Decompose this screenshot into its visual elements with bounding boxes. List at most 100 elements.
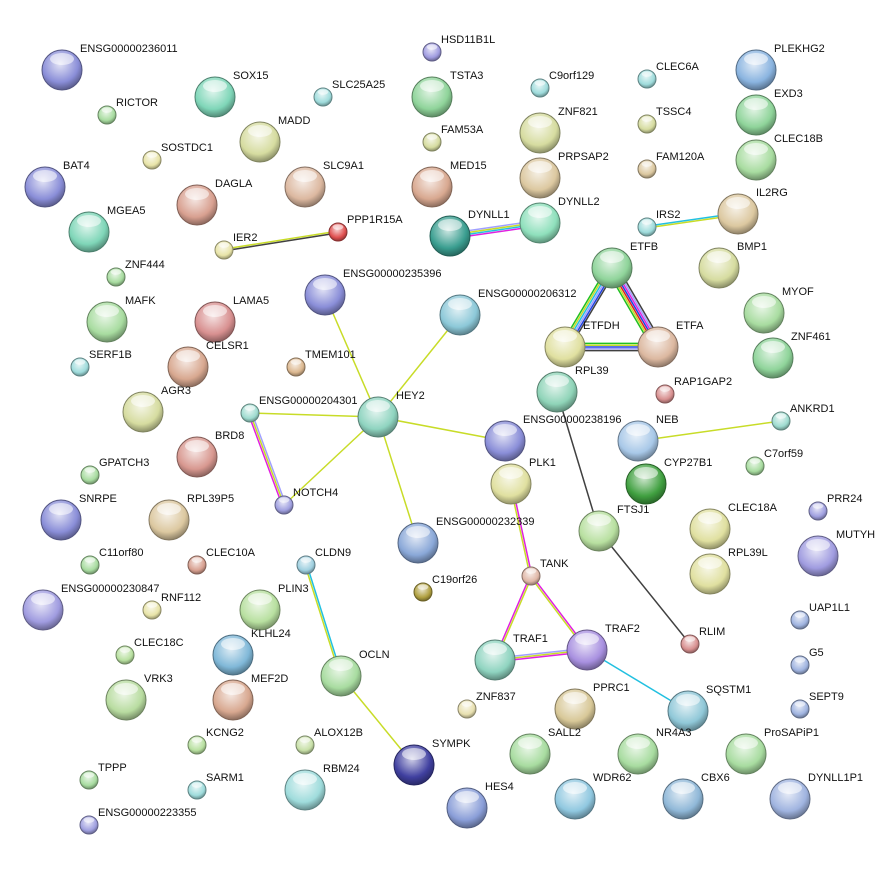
node-ETFA[interactable]: ETFA bbox=[637, 320, 704, 368]
edge-ENSG00000206312-HEY2[interactable] bbox=[377, 314, 461, 418]
node-ZNF461[interactable]: ZNF461 bbox=[752, 331, 831, 379]
node-RNF112[interactable]: RNF112 bbox=[142, 592, 201, 620]
node-MUTYH[interactable]: MUTYH bbox=[797, 529, 875, 577]
node-MED15[interactable]: MED15 bbox=[411, 160, 487, 208]
node-KLHL24[interactable]: KLHL24 bbox=[212, 628, 291, 676]
node-SLC25A25[interactable]: SLC25A25 bbox=[313, 79, 385, 107]
node-PLEKHG2[interactable]: PLEKHG2 bbox=[735, 43, 825, 91]
node-NOTCH4[interactable]: NOTCH4 bbox=[274, 487, 338, 515]
node-GPATCH3[interactable]: GPATCH3 bbox=[80, 457, 149, 485]
node-RAP1GAP2[interactable]: RAP1GAP2 bbox=[655, 376, 732, 404]
node-SNRPE[interactable]: SNRPE bbox=[40, 493, 117, 541]
node-BMP1[interactable]: BMP1 bbox=[698, 241, 767, 289]
node-CLEC10A[interactable]: CLEC10A bbox=[187, 547, 256, 575]
node-PLK1[interactable]: PLK1 bbox=[490, 457, 556, 505]
node-FTSJ1[interactable]: FTSJ1 bbox=[578, 504, 649, 552]
node-RBM24[interactable]: RBM24 bbox=[284, 763, 360, 811]
node-FAM120A[interactable]: FAM120A bbox=[637, 151, 705, 179]
node-C9orf129[interactable]: C9orf129 bbox=[530, 70, 594, 98]
node-WDR62[interactable]: WDR62 bbox=[554, 772, 632, 820]
edge-HEY2-ENSG00000232339[interactable] bbox=[377, 416, 419, 544]
node-ENSG00000238196[interactable]: ENSG00000238196 bbox=[484, 414, 621, 462]
node-G5[interactable]: G5 bbox=[790, 647, 824, 675]
edge-RPL39-FTSJ1[interactable] bbox=[556, 391, 600, 532]
node-TRAF2[interactable]: TRAF2 bbox=[566, 623, 640, 671]
node-RICTOR[interactable]: RICTOR bbox=[97, 97, 158, 125]
node-ANKRD1[interactable]: ANKRD1 bbox=[771, 403, 835, 431]
node-MGEA5[interactable]: MGEA5 bbox=[68, 205, 146, 253]
node-MADD[interactable]: MADD bbox=[239, 115, 310, 163]
node-IRS2[interactable]: IRS2 bbox=[637, 209, 680, 237]
node-PPP1R15A[interactable]: PPP1R15A bbox=[328, 214, 403, 242]
node-TSSC4[interactable]: TSSC4 bbox=[637, 106, 691, 134]
node-MEF2D[interactable]: MEF2D bbox=[212, 673, 288, 721]
node-CLEC6A[interactable]: CLEC6A bbox=[637, 61, 699, 89]
node-KCNG2[interactable]: KCNG2 bbox=[187, 727, 244, 755]
node-CLEC18B[interactable]: CLEC18B bbox=[735, 133, 823, 181]
node-C19orf26[interactable]: C19orf26 bbox=[413, 574, 477, 602]
edge-HEY2-NOTCH4[interactable] bbox=[283, 416, 379, 506]
node-SEPT9[interactable]: SEPT9 bbox=[790, 691, 844, 719]
node-AGR3[interactable]: AGR3 bbox=[122, 385, 191, 433]
node-TSTA3[interactable]: TSTA3 bbox=[411, 70, 483, 118]
node-TPPP[interactable]: TPPP bbox=[79, 762, 127, 790]
node-DYNLL1P1[interactable]: DYNLL1P1 bbox=[769, 772, 863, 820]
node-HES4[interactable]: HES4 bbox=[446, 781, 514, 829]
node-VRK3[interactable]: VRK3 bbox=[105, 673, 173, 721]
node-CLEC18C[interactable]: CLEC18C bbox=[115, 637, 184, 665]
node-C7orf59[interactable]: C7orf59 bbox=[745, 448, 803, 476]
node-MAFK[interactable]: MAFK bbox=[86, 295, 156, 343]
node-ENSG00000206312[interactable]: ENSG00000206312 bbox=[439, 288, 576, 336]
edge-ENSG00000204301-NOTCH4[interactable] bbox=[247, 412, 287, 506]
node-IER2[interactable]: IER2 bbox=[214, 232, 257, 260]
node-TRAF1[interactable]: TRAF1 bbox=[474, 633, 548, 681]
node-DYNLL1[interactable]: DYNLL1 bbox=[429, 209, 510, 257]
node-ENSG00000204301[interactable]: ENSG00000204301 bbox=[240, 395, 357, 423]
node-HEY2[interactable]: HEY2 bbox=[357, 390, 425, 438]
node-ENSG00000230847[interactable]: ENSG00000230847 bbox=[22, 583, 159, 631]
node-IL2RG[interactable]: IL2RG bbox=[717, 187, 788, 235]
node-RPL39[interactable]: RPL39 bbox=[536, 365, 609, 413]
node-SOX15[interactable]: SOX15 bbox=[194, 70, 268, 118]
node-CELSR1[interactable]: CELSR1 bbox=[167, 340, 249, 388]
node-BAT4[interactable]: BAT4 bbox=[24, 160, 90, 208]
node-ENSG00000236011[interactable]: ENSG00000236011 bbox=[41, 43, 178, 91]
edge-NEB-ANKRD1[interactable] bbox=[637, 420, 782, 442]
node-RLIM[interactable]: RLIM bbox=[680, 626, 725, 654]
edge-HEY2-ENSG00000238196[interactable] bbox=[377, 416, 506, 442]
node-OCLN[interactable]: OCLN bbox=[320, 649, 390, 697]
node-PRR24[interactable]: PRR24 bbox=[808, 493, 862, 521]
node-PPRC1[interactable]: PPRC1 bbox=[554, 682, 630, 730]
node-TMEM101[interactable]: TMEM101 bbox=[286, 349, 356, 377]
node-DAGLA[interactable]: DAGLA bbox=[176, 178, 253, 226]
node-ENSG00000235396[interactable]: ENSG00000235396 bbox=[304, 268, 441, 316]
node-PRPSAP2[interactable]: PRPSAP2 bbox=[519, 151, 609, 199]
node-ENSG00000232339[interactable]: ENSG00000232339 bbox=[397, 516, 534, 564]
node-NEB[interactable]: NEB bbox=[617, 414, 679, 462]
edge-FTSJ1-RLIM[interactable] bbox=[598, 530, 691, 645]
node-SARM1[interactable]: SARM1 bbox=[187, 772, 244, 800]
node-SOSTDC1[interactable]: SOSTDC1 bbox=[142, 142, 213, 170]
node-ALOX12B[interactable]: ALOX12B bbox=[295, 727, 363, 755]
edge-ENSG00000204301-HEY2[interactable] bbox=[249, 412, 379, 418]
node-FAM53A[interactable]: FAM53A bbox=[422, 124, 484, 152]
node-ProSAPiP1[interactable]: ProSAPiP1 bbox=[725, 727, 819, 775]
node-SQSTM1[interactable]: SQSTM1 bbox=[667, 684, 751, 732]
node-SERF1B[interactable]: SERF1B bbox=[70, 349, 132, 377]
node-BRD8[interactable]: BRD8 bbox=[176, 430, 244, 478]
node-DYNLL2[interactable]: DYNLL2 bbox=[519, 196, 600, 244]
node-LAMA5[interactable]: LAMA5 bbox=[194, 295, 269, 343]
node-CLDN9[interactable]: CLDN9 bbox=[296, 547, 351, 575]
node-ZNF837[interactable]: ZNF837 bbox=[457, 691, 516, 719]
node-MYOF[interactable]: MYOF bbox=[743, 286, 814, 334]
node-UAP1L1[interactable]: UAP1L1 bbox=[790, 602, 850, 630]
node-NR4A3[interactable]: NR4A3 bbox=[617, 727, 691, 775]
node-TANK[interactable]: TANK bbox=[521, 558, 569, 586]
node-ETFDH[interactable]: ETFDH bbox=[544, 320, 620, 368]
node-ZNF444[interactable]: ZNF444 bbox=[106, 259, 165, 287]
node-SLC9A1[interactable]: SLC9A1 bbox=[284, 160, 364, 208]
node-CLEC18A[interactable]: CLEC18A bbox=[689, 502, 778, 550]
node-RPL39L[interactable]: RPL39L bbox=[689, 547, 768, 595]
node-C11orf80[interactable]: C11orf80 bbox=[80, 547, 143, 575]
node-EXD3[interactable]: EXD3 bbox=[735, 88, 803, 136]
